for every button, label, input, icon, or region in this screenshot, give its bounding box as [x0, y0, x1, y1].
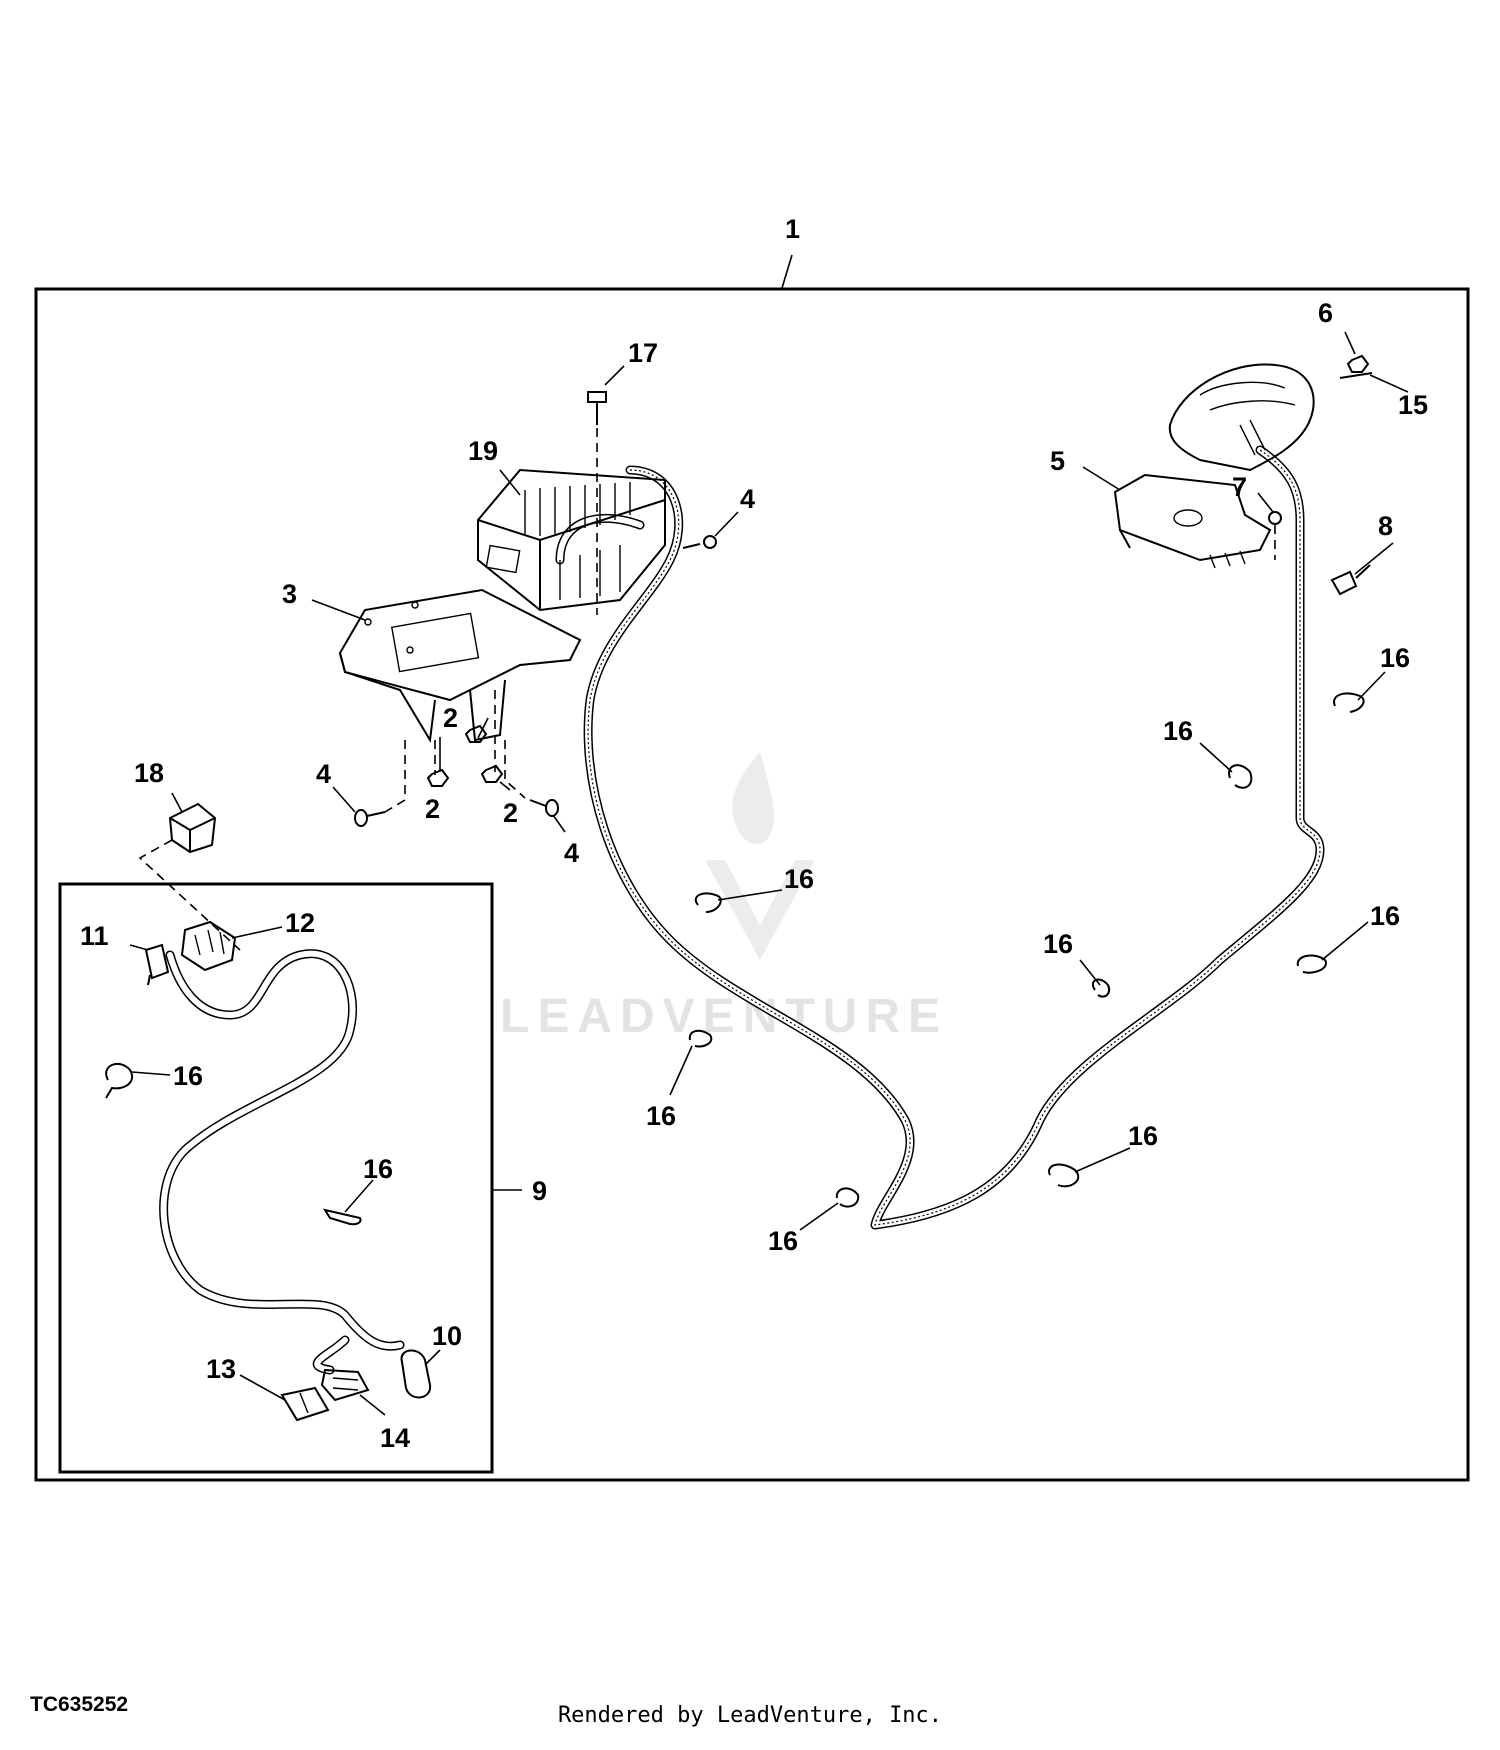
- callout-2: 2: [443, 703, 458, 733]
- callout-16: 16: [1380, 643, 1410, 673]
- screw-7: [1268, 511, 1282, 560]
- nut-2-top: [464, 724, 488, 743]
- connector-8: [1330, 564, 1371, 596]
- callout-4: 4: [564, 838, 579, 868]
- connector-18: [168, 802, 217, 854]
- connector-10: [400, 1349, 432, 1399]
- callout-3: 3: [282, 579, 297, 609]
- screw-4-left: [354, 809, 386, 827]
- screw-4-right: [529, 799, 559, 817]
- connector-13: [280, 1386, 330, 1422]
- cable-clip-16: [1296, 954, 1327, 974]
- callout-11: 11: [80, 921, 109, 951]
- callout-2: 2: [425, 794, 440, 824]
- connector-18-alignment: [138, 839, 241, 951]
- callout-4: 4: [740, 484, 755, 514]
- callout-12: 12: [285, 908, 315, 938]
- callout-16: 16: [1043, 929, 1073, 959]
- callout-4: 4: [316, 759, 331, 789]
- harness-9-cable: [159, 949, 405, 1375]
- callout-19: 19: [468, 436, 498, 466]
- callout-13: 13: [206, 1354, 236, 1384]
- callout-16: 16: [784, 864, 814, 894]
- controller-unit: [477, 468, 666, 612]
- callout-16: 16: [1370, 901, 1400, 931]
- cable-clip-16: [1091, 978, 1111, 998]
- callout-16: 16: [1163, 716, 1193, 746]
- mounting-bracket: [338, 588, 582, 743]
- callout-1: 1: [785, 214, 800, 244]
- alignment-left: [384, 740, 406, 813]
- screw-4-top: [682, 535, 717, 549]
- cable-clip-16: [1228, 764, 1253, 789]
- callout-2: 2: [503, 798, 518, 828]
- callout-16: 16: [173, 1061, 203, 1091]
- main-harness-cable: [555, 445, 1325, 1230]
- nut-2-right: [480, 764, 504, 783]
- callout-10: 10: [432, 1321, 462, 1351]
- leadventure-watermark-logo: [705, 752, 815, 960]
- callout-14: 14: [380, 1423, 410, 1453]
- cable-clip-16: [688, 1029, 713, 1048]
- cable-clip-16: [694, 892, 722, 913]
- receiver-antenna: [1168, 363, 1373, 472]
- callout-7: 7: [1232, 472, 1247, 502]
- cable-clip-16: [1048, 1163, 1080, 1188]
- nut-6: [1346, 354, 1370, 373]
- connector-14: [320, 1368, 370, 1402]
- nut-2-left: [426, 768, 450, 787]
- callout-17: 17: [628, 338, 658, 368]
- callout-8: 8: [1378, 511, 1393, 541]
- callout-9: 9: [532, 1176, 547, 1206]
- cable-clip-16: [105, 1062, 133, 1099]
- callout-15: 15: [1398, 390, 1428, 420]
- assembly-frame: [34, 287, 1470, 1482]
- cable-clip-16: [1333, 692, 1365, 713]
- callout-18: 18: [134, 758, 164, 788]
- callout-16: 16: [646, 1101, 676, 1131]
- screw-17: [587, 391, 607, 425]
- connector-12: [180, 920, 237, 972]
- callout-16: 16: [768, 1226, 798, 1256]
- footer-credit: Rendered by LeadVenture, Inc.: [557, 1703, 943, 1728]
- callout-16: 16: [363, 1154, 393, 1184]
- harness-9-frame: [58, 882, 494, 1474]
- callout-6: 6: [1318, 298, 1333, 328]
- bracket-5: [1113, 473, 1272, 569]
- connector-11: [144, 943, 170, 986]
- callout-labels: 1 17 19 4 3 2 4 2 2 4 18 5 6 7 8 15 16 1…: [80, 214, 1428, 1453]
- cable-clip-16: [322, 1208, 362, 1226]
- leader-lines: [129, 254, 1409, 1416]
- cable-clip-16: [835, 1187, 860, 1208]
- callout-5: 5: [1050, 446, 1065, 476]
- watermark-text: LEADVENTURE: [500, 990, 948, 1043]
- callout-16: 16: [1128, 1121, 1158, 1151]
- figure-id: TC635252: [30, 1693, 129, 1716]
